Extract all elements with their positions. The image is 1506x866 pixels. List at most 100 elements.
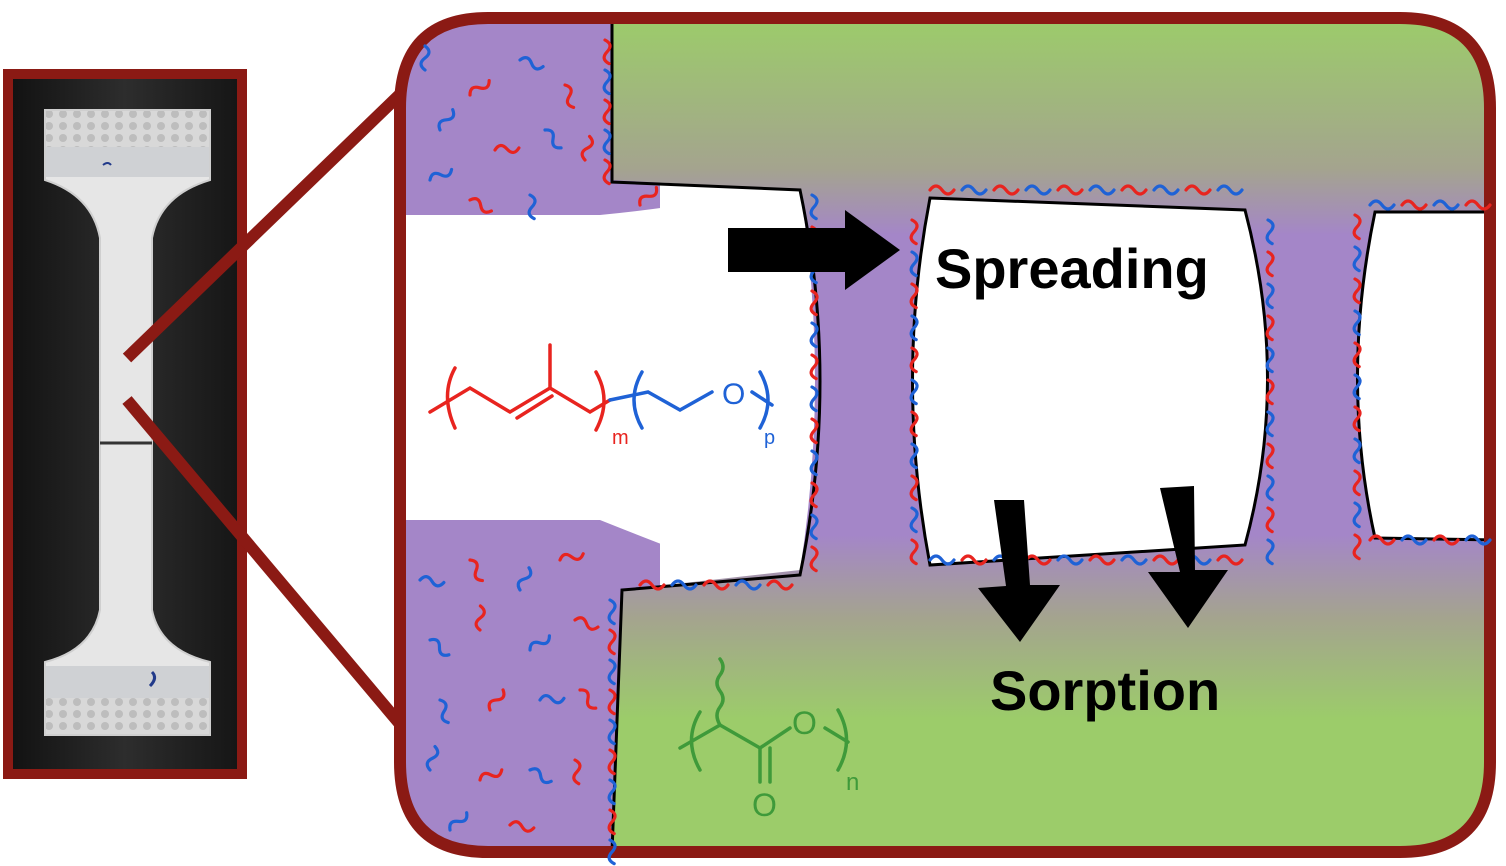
- sorption-arrow-icon-2: [1148, 486, 1228, 628]
- squiggle-icon: [602, 158, 612, 186]
- squiggle-icon: [1056, 184, 1084, 196]
- squiggle-icon: [1265, 410, 1275, 438]
- block1-subscript: m: [612, 427, 629, 449]
- squiggle-icon: [909, 410, 919, 438]
- squiggle-icon: [508, 820, 536, 833]
- squiggle-icon: [1152, 184, 1180, 196]
- squiggle-icon: [493, 143, 521, 155]
- squiggle-icon: [602, 128, 612, 156]
- squiggle-icon: [1024, 184, 1052, 196]
- squiggle-icon: [734, 579, 762, 591]
- squiggle-icon: [1265, 218, 1275, 246]
- squiggle-icon: [1352, 341, 1362, 369]
- squiggle-icon: [468, 78, 491, 97]
- specimen-photo: [3, 69, 247, 779]
- squiggle-icon: [1352, 501, 1362, 529]
- spreading-label: Spreading: [935, 237, 1209, 300]
- squiggle-icon: [1352, 213, 1362, 241]
- squiggle-icon: [1120, 554, 1148, 566]
- squiggle-icon: [809, 417, 819, 445]
- squiggle-icon: [1432, 534, 1460, 546]
- squiggle-icon: [563, 83, 576, 110]
- squiggle-icon: [1464, 534, 1492, 546]
- squiggle-icon: [528, 767, 553, 785]
- squiggle-icon: [578, 688, 598, 710]
- sorption-label: Sorption: [990, 659, 1220, 722]
- squiggle-icon: [909, 378, 919, 406]
- dogbone-specimen: [44, 109, 211, 736]
- squiggle-icon: [638, 579, 666, 591]
- squiggle-icon: [1368, 534, 1396, 546]
- channel-outline: [610, 18, 822, 852]
- bottom-grip-texture: [46, 698, 209, 734]
- squiggle-icon: [1352, 533, 1362, 561]
- polyacrylate-structure: O O n: [678, 657, 859, 823]
- squiggle-icon: [1088, 184, 1116, 196]
- squiggle-icon: [478, 768, 504, 782]
- squiggle-icon: [1120, 184, 1148, 196]
- squiggle-icon: [1352, 245, 1362, 273]
- surfactant-chains: [418, 38, 1492, 866]
- squiggle-icon: [909, 250, 919, 278]
- squiggle-icon: [438, 698, 450, 725]
- zoom-view: [400, 18, 1490, 852]
- squiggle-icon: [487, 688, 506, 712]
- squiggle-icon: [419, 44, 431, 72]
- squiggle-icon: [1352, 437, 1362, 465]
- squiggle-icon: [992, 184, 1020, 196]
- squiggle-icon: [928, 184, 956, 196]
- squiggle-icon: [1368, 199, 1396, 211]
- squiggle-icon: [607, 598, 617, 626]
- squiggle-icon: [1216, 554, 1244, 566]
- squiggle-icon: [607, 778, 617, 806]
- squiggle-icon: [1352, 277, 1362, 305]
- zoom-line-bottom: [122, 396, 410, 734]
- squiggle-icon: [516, 566, 533, 592]
- squiggle-icon: [1265, 346, 1275, 374]
- squiggle-icon: [1432, 199, 1460, 211]
- squiggle-icon: [1265, 378, 1275, 406]
- squiggle-icon: [1265, 282, 1275, 310]
- squiggle-icon: [960, 554, 988, 566]
- squiggle-icon: [909, 314, 919, 342]
- squiggle-icon: [1152, 554, 1180, 566]
- squiggle-icon: [1265, 314, 1275, 342]
- squiggle-icon: [607, 838, 617, 866]
- acrylate-subscript: n: [846, 769, 859, 796]
- sorption-arrow-icon-1: [978, 500, 1060, 642]
- block2-subscript: p: [764, 427, 775, 449]
- squiggle-icon: [1265, 474, 1275, 502]
- squiggle-icon: [474, 604, 486, 632]
- zoom-line-top: [122, 70, 425, 363]
- polyisoprene-peo-structure: m O p: [428, 343, 775, 449]
- spreading-arrow-icon: [728, 210, 900, 290]
- squiggle-icon: [573, 616, 600, 631]
- squiggle-icon: [670, 579, 698, 591]
- squiggle-icon: [809, 513, 819, 541]
- squiggle-icon: [602, 98, 612, 126]
- squiggle-icon: [1400, 534, 1428, 546]
- squiggle-icon: [527, 193, 537, 221]
- squiggle-icon: [1265, 506, 1275, 534]
- squiggle-icon: [428, 167, 454, 182]
- squiggle-icon: [1265, 442, 1275, 470]
- squiggle-icon: [1216, 184, 1244, 196]
- squiggle-icon: [1400, 199, 1428, 211]
- squiggle-icon: [766, 579, 794, 591]
- squiggle-icon: [572, 758, 582, 786]
- squiggle-icon: [607, 688, 617, 716]
- squiggle-icon: [468, 197, 493, 214]
- squiggle-icon: [1352, 405, 1362, 433]
- squiggle-icon: [602, 38, 612, 66]
- squiggle-icon: [528, 634, 552, 652]
- squiggle-icon: [1265, 538, 1275, 566]
- squiggle-icon: [1352, 309, 1362, 337]
- squiggle-icon: [1352, 373, 1362, 401]
- squiggle-icon: [607, 748, 617, 776]
- squiggle-icon: [1265, 250, 1275, 278]
- squiggle-icon: [1184, 184, 1212, 196]
- squiggle-icon: [448, 811, 469, 832]
- squiggle-icon: [809, 481, 819, 509]
- squiggle-icon: [702, 579, 730, 591]
